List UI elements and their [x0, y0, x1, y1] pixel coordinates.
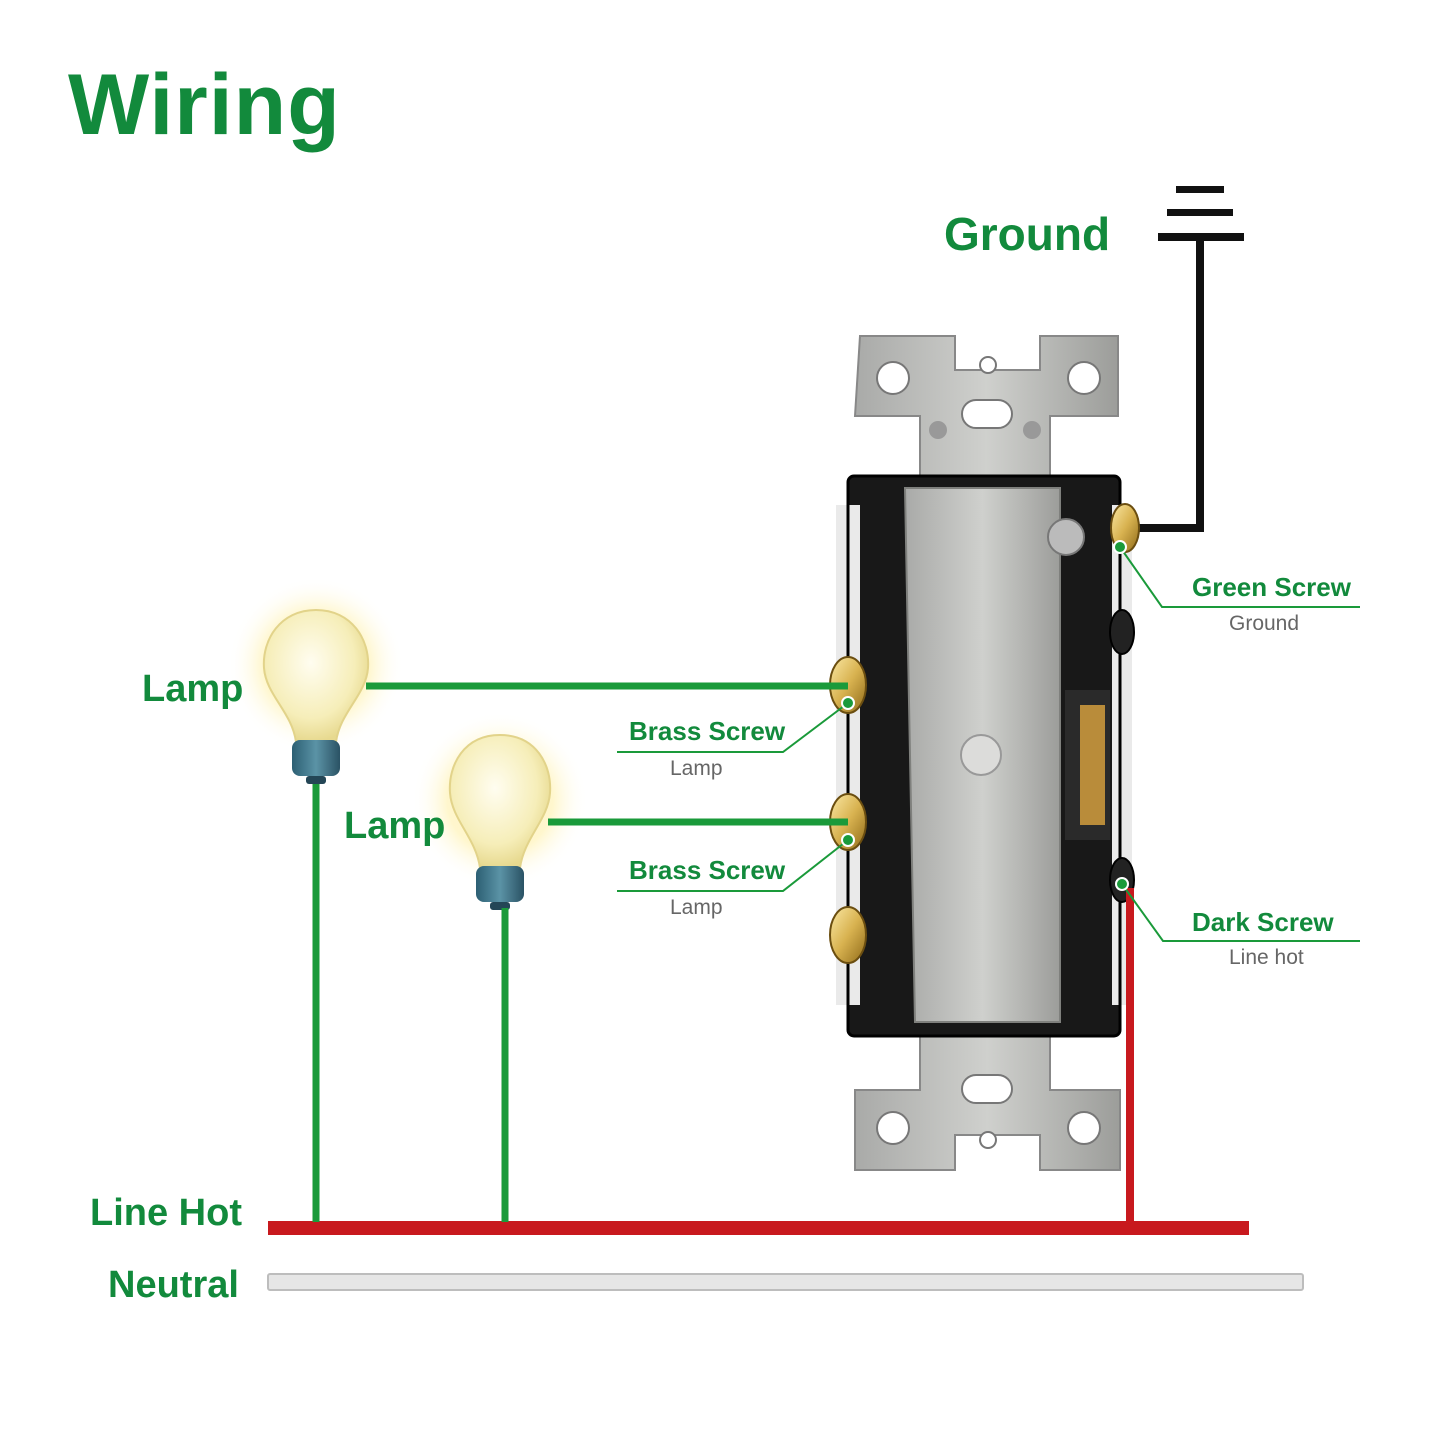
lamp-label-2: Lamp: [344, 805, 446, 847]
light-bulb-icon: [228, 577, 404, 784]
dark-screw-desc: Line hot: [1229, 946, 1304, 969]
brass-screw-label-1: Brass Screw: [629, 716, 786, 746]
brass-screw-desc-1: Lamp: [670, 757, 723, 780]
light-switch-device: [829, 335, 1140, 1171]
ground-wire: [1128, 241, 1204, 532]
light-bulb-icon: [412, 712, 588, 910]
ground-symbol-icon: [1158, 186, 1244, 241]
brass-screw-label-2: Brass Screw: [629, 855, 786, 885]
neutral-wire: [267, 1273, 1304, 1291]
brass-screw-desc-2: Lamp: [670, 896, 723, 919]
green-screw-desc: Ground: [1229, 612, 1300, 635]
green-screw: [1110, 503, 1140, 553]
lamp-label-1: Lamp: [142, 668, 244, 710]
callout-dots: [841, 540, 1129, 891]
ground-label: Ground: [944, 208, 1111, 260]
line-hot-label: Line Hot: [90, 1192, 242, 1234]
page-title: Wiring: [68, 57, 341, 153]
neutral-label: Neutral: [108, 1264, 239, 1306]
dark-screw-label: Dark Screw: [1192, 907, 1334, 937]
callout-leaders: [617, 546, 1360, 942]
lamp-wires: [312, 682, 848, 1222]
green-screw-label: Green Screw: [1192, 572, 1351, 602]
